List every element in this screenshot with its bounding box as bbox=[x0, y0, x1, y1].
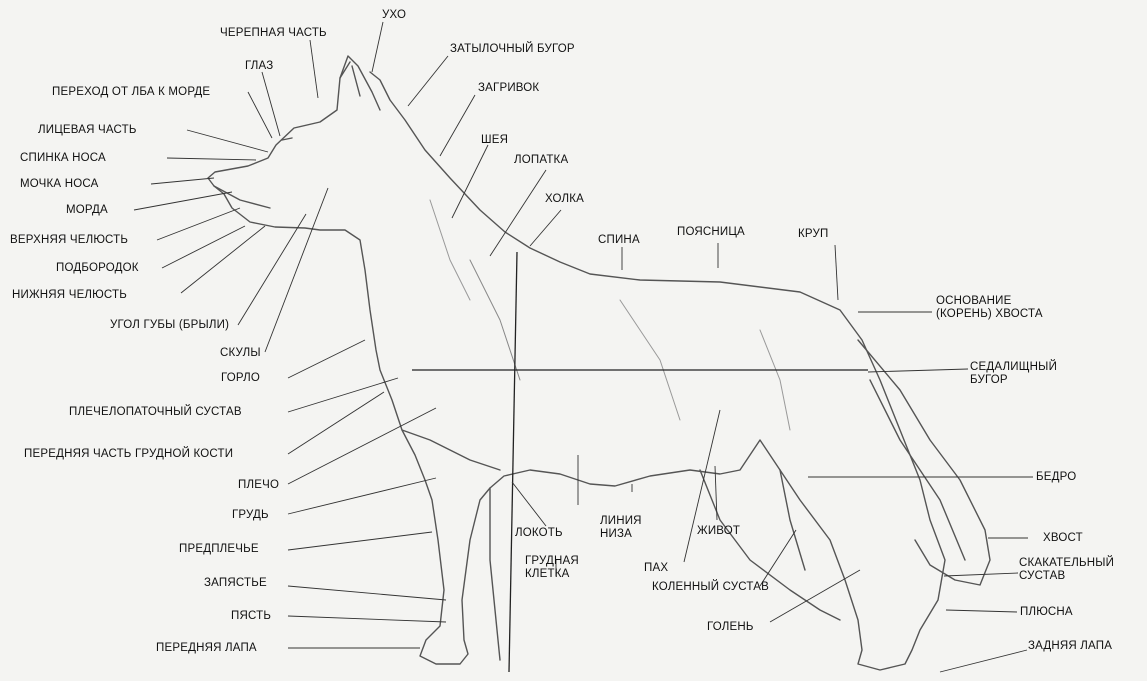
label-belly: ЖИВОТ bbox=[697, 525, 740, 538]
label-prosternum: ПЕРЕДНЯЯ ЧАСТЬ ГРУДНОЙ КОСТИ bbox=[24, 448, 233, 461]
label-cheekbones: СКУЛЫ bbox=[220, 347, 261, 360]
label-hock: СКАКАТЕЛЬНЫЙ СУСТАВ bbox=[1019, 557, 1114, 583]
label-rib-cage: ГРУДНАЯ КЛЕТКА bbox=[525, 555, 579, 581]
label-metatarsus: ПЛЮСНА bbox=[1020, 606, 1073, 619]
label-facial-part: ЛИЦЕВАЯ ЧАСТЬ bbox=[38, 124, 137, 137]
label-tail: ХВОСТ bbox=[1043, 532, 1083, 545]
label-eye: ГЛАЗ bbox=[245, 60, 273, 73]
label-occipital-bump: ЗАТЫЛОЧНЫЙ БУГОР bbox=[450, 43, 575, 56]
label-lip-corner: УГОЛ ГУБЫ (БРЫЛИ) bbox=[110, 319, 229, 332]
label-throat: ГОРЛО bbox=[221, 372, 260, 385]
label-underline: ЛИНИЯ НИЗА bbox=[600, 515, 642, 541]
label-shoulder-joint: ПЛЕЧЕЛОПАТОЧНЫЙ СУСТАВ bbox=[69, 406, 242, 419]
label-upper-arm: ПЛЕЧО bbox=[238, 479, 279, 492]
label-wrist: ЗАПЯСТЬЕ bbox=[204, 577, 267, 590]
label-groin: ПАХ bbox=[644, 562, 668, 575]
label-shoulder-blade: ЛОПАТКА bbox=[514, 154, 568, 167]
label-loin: ПОЯСНИЦА bbox=[677, 226, 745, 239]
height-line bbox=[509, 252, 517, 672]
label-scruff: ЗАГРИВОК bbox=[478, 82, 539, 95]
label-chin: ПОДБОРОДОК bbox=[56, 262, 139, 275]
label-hind-paw: ЗАДНЯЯ ЛАПА bbox=[1028, 640, 1112, 653]
label-forearm: ПРЕДПЛЕЧЬЕ bbox=[179, 543, 259, 556]
dog-outline bbox=[208, 56, 990, 670]
label-ischial-tuberosity: СЕДАЛИЩНЫЙ БУГОР bbox=[970, 361, 1057, 387]
label-lower-jaw: НИЖНЯЯ ЧЕЛЮСТЬ bbox=[12, 289, 127, 302]
label-tail-base: ОСНОВАНИЕ (КОРЕНЬ) ХВОСТА bbox=[936, 295, 1043, 321]
label-pastern: ПЯСТЬ bbox=[231, 610, 271, 623]
label-stifle: КОЛЕННЫЙ СУСТАВ bbox=[652, 581, 769, 594]
label-chest: ГРУДЬ bbox=[232, 509, 269, 522]
leader-lines bbox=[134, 22, 1033, 672]
label-nose-tip: МОЧКА НОСА bbox=[20, 178, 98, 191]
label-back: СПИНА bbox=[598, 234, 640, 247]
label-thigh: БЕДРО bbox=[1036, 471, 1076, 484]
label-withers: ХОЛКА bbox=[545, 193, 584, 206]
label-upper-jaw: ВЕРХНЯЯ ЧЕЛЮСТЬ bbox=[10, 234, 128, 247]
label-elbow: ЛОКОТЬ bbox=[515, 527, 563, 540]
label-cranial-part: ЧЕРЕПНАЯ ЧАСТЬ bbox=[220, 27, 327, 40]
label-front-paw: ПЕРЕДНЯЯ ЛАПА bbox=[156, 642, 257, 655]
label-nose-bridge: СПИНКА НОСА bbox=[20, 152, 106, 165]
label-muzzle: МОРДА bbox=[66, 204, 108, 217]
label-neck: ШЕЯ bbox=[481, 134, 508, 147]
label-ear: УХО bbox=[382, 9, 406, 22]
label-lower-thigh: ГОЛЕНЬ bbox=[707, 621, 754, 634]
label-croup: КРУП bbox=[798, 228, 829, 241]
label-stop: ПЕРЕХОД ОТ ЛБА К МОРДЕ bbox=[52, 86, 210, 99]
